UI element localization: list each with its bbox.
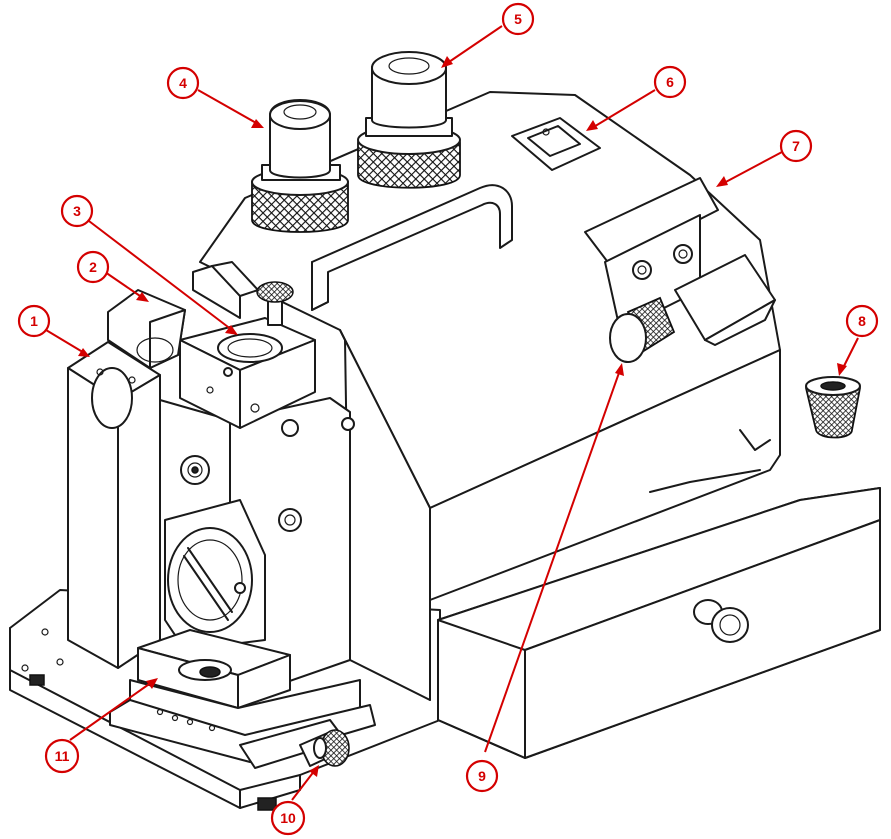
head-rear-bracket — [192, 261, 259, 319]
svg-text:11: 11 — [55, 748, 70, 764]
svg-text:2: 2 — [89, 259, 97, 275]
lock-knob[interactable] — [299, 729, 350, 767]
drawer-knob[interactable] — [693, 599, 749, 643]
callout-6: 6 — [653, 65, 687, 99]
collet-cap-left[interactable] — [251, 99, 349, 233]
head-adjust-knob[interactable] — [256, 281, 294, 326]
drawer[interactable] — [437, 469, 881, 759]
clamp-knob[interactable] — [609, 296, 676, 363]
callout-7: 7 — [779, 129, 813, 163]
svg-text:6: 6 — [666, 74, 674, 90]
callout-2: 2 — [76, 250, 110, 284]
svg-text:3: 3 — [73, 203, 81, 219]
svg-text:9: 9 — [478, 768, 486, 784]
carry-handle[interactable] — [311, 184, 513, 311]
adjustment-slide[interactable] — [137, 629, 291, 709]
callouts: 1 2 3 4 5 6 7 8 — [17, 2, 879, 836]
svg-text:4: 4 — [179, 75, 187, 91]
callout-10: 10 — [270, 800, 306, 836]
callout-8: 8 — [845, 304, 879, 338]
collet-holder[interactable] — [164, 499, 266, 651]
drill-guide-clamp[interactable] — [584, 177, 776, 451]
sharpening-head[interactable] — [179, 317, 316, 429]
angle-guide-block[interactable] — [107, 289, 186, 369]
callout-9: 9 — [465, 759, 499, 793]
svg-text:7: 7 — [792, 138, 800, 154]
svg-text:8: 8 — [858, 313, 866, 329]
svg-text:1: 1 — [30, 313, 38, 329]
power-switch[interactable] — [511, 117, 601, 171]
lower-carriage — [109, 679, 376, 769]
callout-11: 11 — [44, 738, 80, 774]
callout-5: 5 — [501, 2, 535, 36]
callout-1: 1 — [17, 304, 51, 338]
callout-3: 3 — [60, 194, 94, 228]
svg-text:10: 10 — [280, 810, 296, 826]
svg-text:5: 5 — [514, 11, 522, 27]
spare-collet — [805, 376, 861, 439]
drill-holder-stand[interactable] — [67, 341, 161, 669]
callout-4: 4 — [166, 66, 200, 100]
collet-cap-right[interactable] — [357, 51, 461, 189]
